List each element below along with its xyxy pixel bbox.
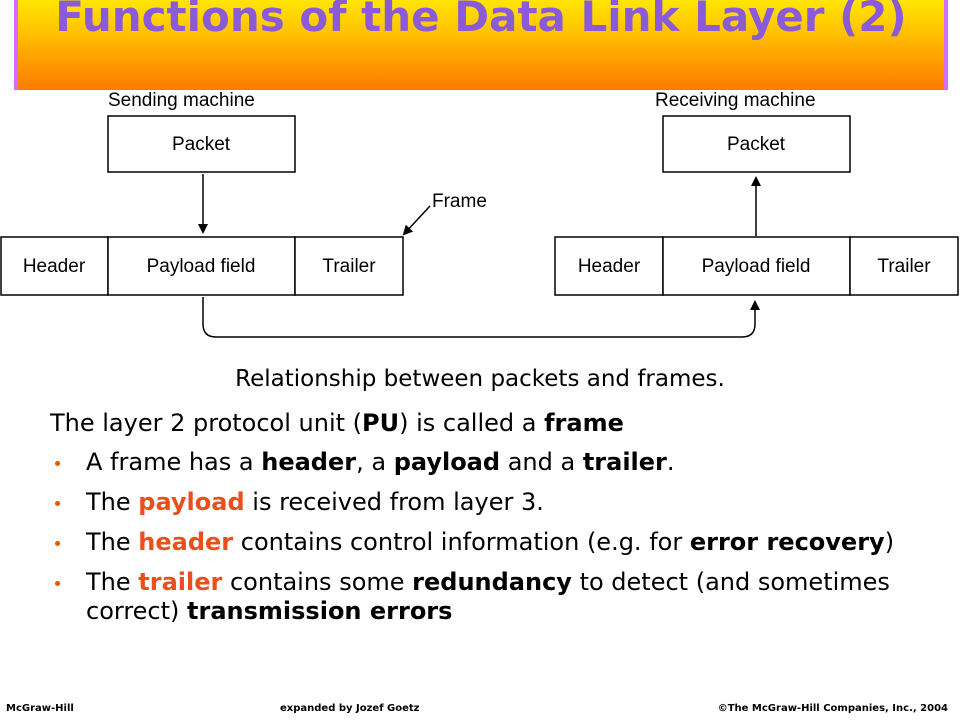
recv-trailer-box xyxy=(849,236,959,296)
diagram-caption: Relationship between packets and frames. xyxy=(235,366,725,392)
footer-publisher: McGraw-Hill xyxy=(6,703,74,714)
send-header-box xyxy=(0,236,109,296)
footer-credit: expanded by Jozef Goetz xyxy=(280,703,420,714)
sending-packet-label: Packet xyxy=(172,134,231,155)
bullet-frame-parts: A frame has a header, a payload and a tr… xyxy=(52,448,932,477)
send-header-label: Header xyxy=(23,256,86,277)
recv-header-label: Header xyxy=(578,256,641,277)
receiving-machine-label: Receiving machine xyxy=(655,90,816,111)
transmission-path-arrow xyxy=(202,297,760,338)
bullet-dot-icon xyxy=(55,461,60,466)
bullet-payload: The payload is received from layer 3. xyxy=(52,488,932,517)
send-payload-box xyxy=(107,236,296,296)
send-payload-label: Payload field xyxy=(147,256,256,277)
frame-pointer-arrow xyxy=(402,205,431,236)
recv-payload-box xyxy=(662,236,851,296)
send-trailer-label: Trailer xyxy=(322,256,376,277)
lead-statement: The layer 2 protocol unit (PU) is called… xyxy=(50,409,624,437)
recv-payload-label: Payload field xyxy=(702,256,811,277)
bullet-dot-icon xyxy=(55,541,60,546)
bullet-list: A frame has a header, a payload and a tr… xyxy=(52,448,932,637)
sending-machine-label: Sending machine xyxy=(108,90,255,111)
bullet-header: The header contains control information … xyxy=(52,528,932,557)
frame-label: Frame xyxy=(432,191,487,212)
pu-term: PU xyxy=(362,409,400,437)
slide-title: Functions of the Data Link Layer (2) xyxy=(55,0,907,41)
bullet-dot-icon xyxy=(55,501,60,506)
receiving-packet-box xyxy=(662,115,851,173)
packet-frame-diagram: Sending machine Packet Header Payload fi… xyxy=(0,90,959,338)
sending-packet-box xyxy=(107,115,296,173)
title-bar: Functions of the Data Link Layer (2) xyxy=(14,0,948,90)
send-trailer-box xyxy=(294,236,404,296)
recv-header-box xyxy=(554,236,664,296)
bullet-dot-icon xyxy=(55,581,60,586)
recv-trailer-label: Trailer xyxy=(877,256,931,277)
footer-copyright: ©The McGraw-Hill Companies, Inc., 2004 xyxy=(717,703,948,714)
receiving-packet-label: Packet xyxy=(727,134,786,155)
bullet-trailer: The trailer contains some redundancy to … xyxy=(52,568,932,626)
frame-term: frame xyxy=(544,409,624,437)
